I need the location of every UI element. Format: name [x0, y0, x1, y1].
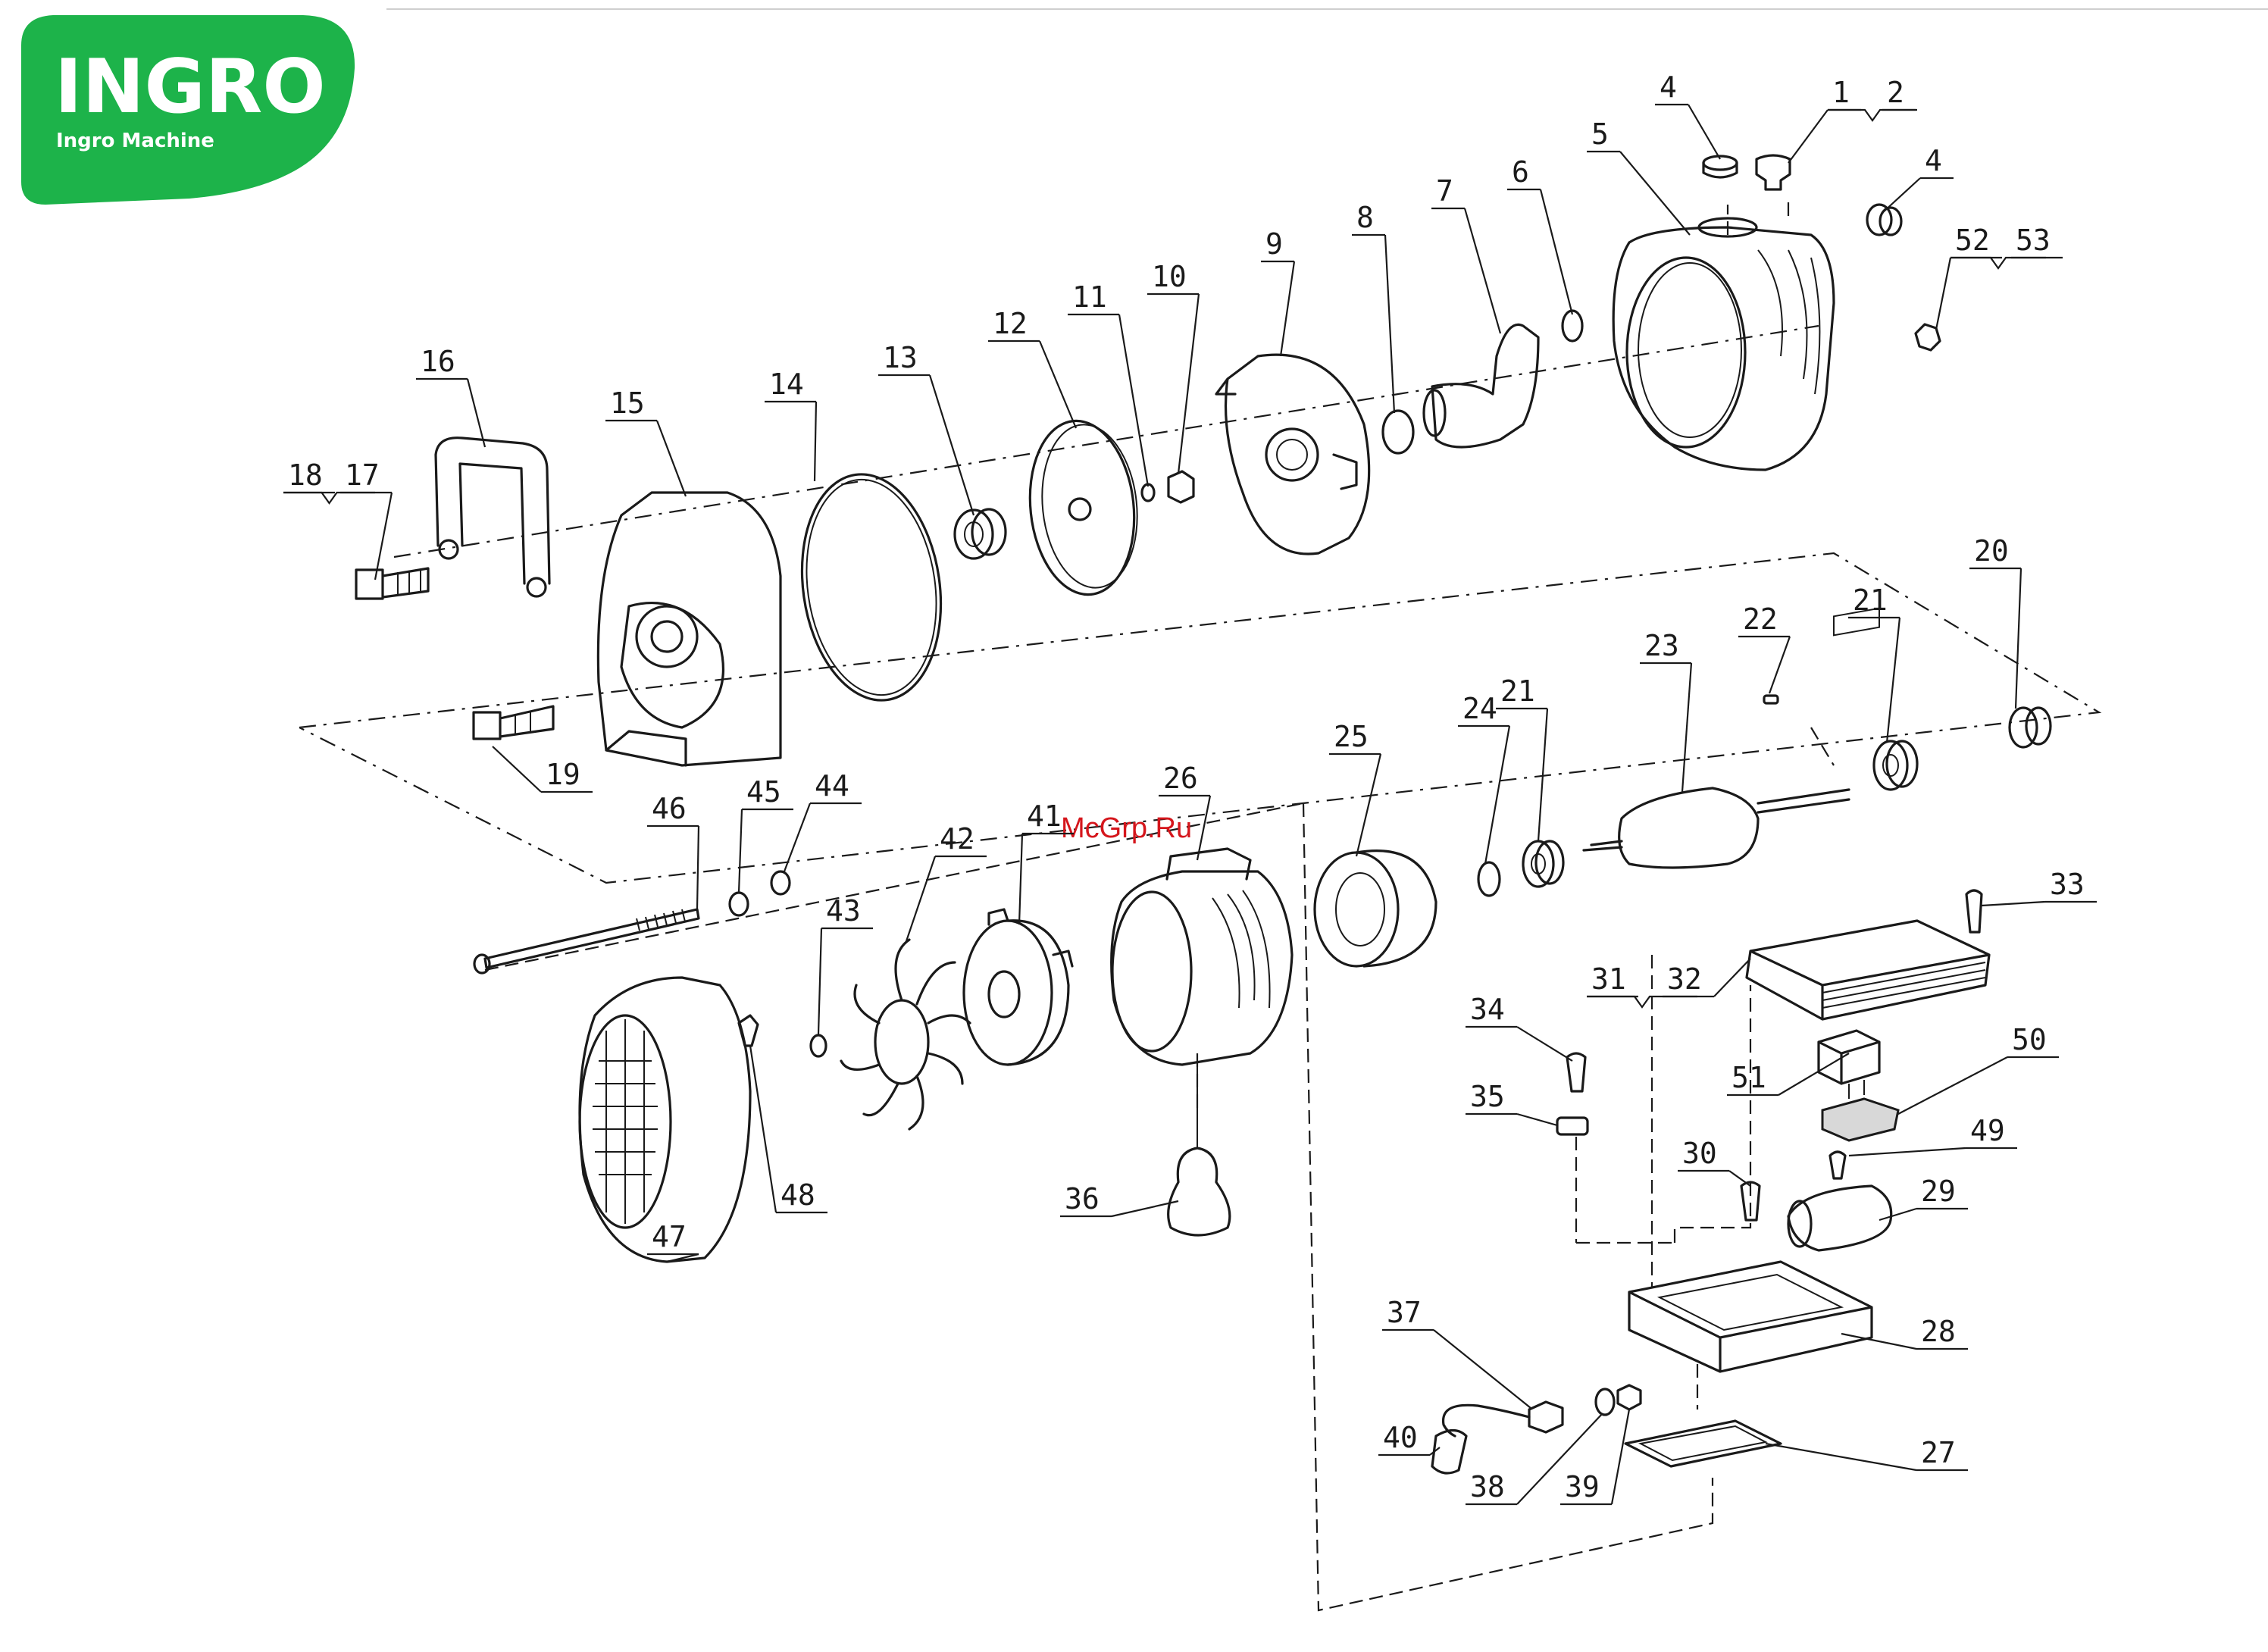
part-46-tie-rod	[485, 909, 699, 968]
part-7-ejector	[1432, 324, 1538, 447]
part-32-label-plate	[1834, 609, 1879, 636]
part-33-screw	[1966, 890, 1982, 932]
part-16-eye-right	[527, 578, 546, 596]
part-14-o-ring	[788, 465, 955, 709]
part-26-bore	[1112, 892, 1191, 1051]
part-51-switch	[1819, 1031, 1879, 1084]
part-5-opening	[1627, 258, 1745, 447]
part-13-seal	[955, 510, 993, 558]
part-22-key	[1764, 696, 1778, 703]
part-15-hub-bore	[652, 621, 682, 652]
part-37-cable-gland	[1529, 1402, 1563, 1432]
part-25-stator	[1315, 853, 1398, 966]
part-4-plug-top	[1703, 156, 1737, 170]
part-26-stator-housing	[1112, 871, 1292, 1065]
part-35-clamp	[1557, 1118, 1588, 1134]
part-47-grille-slots	[593, 1019, 658, 1224]
part-12-impeller	[1021, 416, 1142, 600]
part-29-capacitor	[1788, 1186, 1891, 1250]
part-6-o-ring	[1563, 311, 1582, 341]
part-41-bore	[989, 971, 1019, 1017]
part-47-fan-cover	[580, 978, 750, 1262]
watermark: McGrp.Ru	[1061, 812, 1192, 845]
part-43-circlip	[811, 1035, 826, 1056]
part-9-center	[1266, 429, 1318, 480]
part-39-nut	[1618, 1385, 1641, 1410]
part-28-terminal-base	[1629, 1262, 1872, 1372]
part-16-handle	[436, 438, 549, 584]
part-44-washer	[771, 871, 790, 894]
part-1-plug	[1757, 155, 1790, 189]
part-8-o-ring	[1383, 411, 1413, 453]
part-15-pump-cover	[598, 493, 781, 765]
part-23-rotor	[1619, 788, 1758, 868]
part-34-screw	[1567, 1053, 1585, 1091]
part-15-hub	[637, 606, 697, 667]
part-10-nut	[1168, 471, 1193, 502]
part-42-fan	[841, 940, 970, 1129]
part-48-screw	[739, 1015, 758, 1046]
part-5-pump-housing	[1613, 227, 1834, 470]
part-26-terminal-seat	[1167, 849, 1250, 879]
part-32-terminal-lid	[1747, 921, 1989, 1019]
part-19-bolt	[474, 706, 553, 739]
part-41-end-cover	[964, 921, 1052, 1065]
part-45-washer	[730, 893, 748, 915]
part-50-capacitor-clip	[1822, 1099, 1898, 1140]
part-9-diffuser	[1216, 355, 1369, 554]
assembly-guides	[299, 197, 2099, 1610]
part-11-washer	[1142, 484, 1154, 501]
part-24-wave-washer	[1478, 862, 1500, 896]
part-17-bolt	[356, 568, 428, 599]
part-36-grommet	[1168, 1148, 1230, 1235]
part-38-seal	[1596, 1389, 1614, 1415]
part-12-hub	[1069, 499, 1090, 520]
part-40-plug	[1432, 1431, 1466, 1474]
part-49-screw	[1830, 1152, 1845, 1178]
part-52-drain-plug	[1916, 324, 1940, 350]
